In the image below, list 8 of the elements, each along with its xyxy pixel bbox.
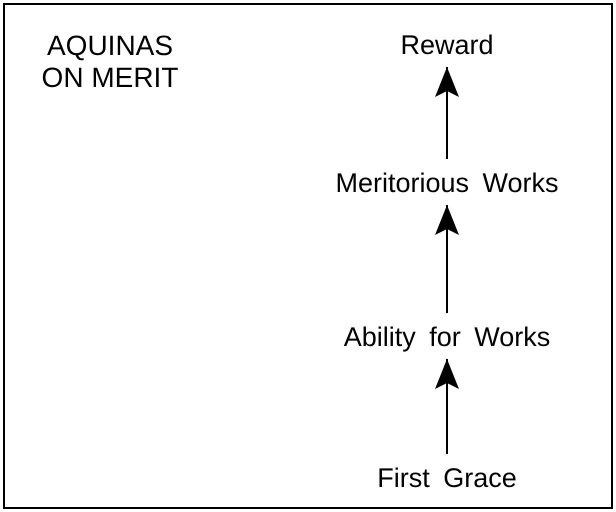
- arrow: [435, 359, 459, 454]
- node-label: Ability for Works: [344, 321, 550, 353]
- title: AQUINAS ON MERIT: [40, 30, 180, 94]
- node-label: First Grace: [377, 462, 517, 494]
- arrow: [435, 67, 459, 159]
- node-label: Meritorious Works: [335, 167, 559, 199]
- arrow: [435, 205, 459, 313]
- node-label: Reward: [400, 29, 494, 61]
